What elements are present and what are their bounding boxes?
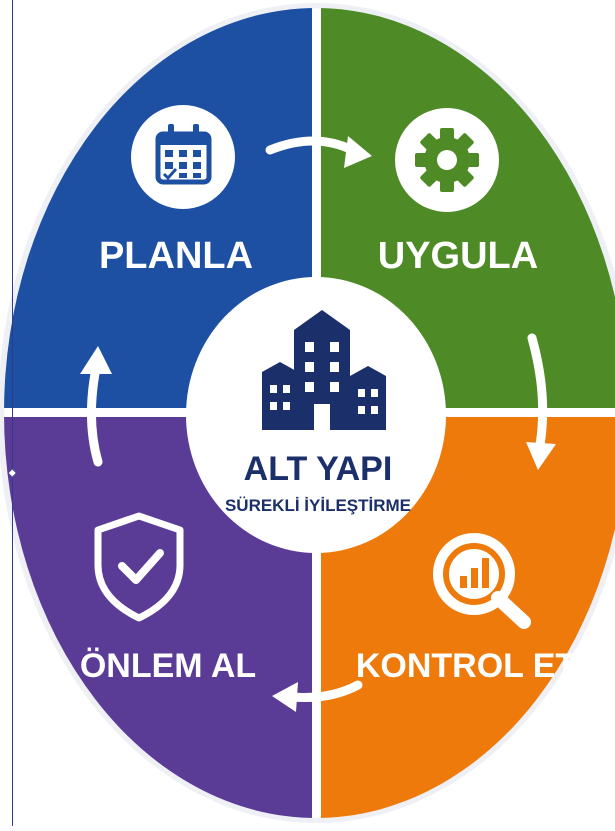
- label-plan: PLANLA: [99, 235, 253, 277]
- arrow-do-to-check: [527, 333, 548, 450]
- label-do: UYGULA: [378, 235, 538, 277]
- gear-icon: [395, 108, 499, 212]
- buildings-icon: [262, 310, 386, 430]
- arrowhead-plan-to-do: [344, 136, 372, 168]
- arrowhead-check-to-act: [272, 682, 298, 712]
- label-check: KONTROL ET: [356, 647, 577, 685]
- calendar-icon: [131, 105, 235, 209]
- arrow-plan-to-do: [265, 136, 357, 155]
- center-title: ALT YAPI: [244, 450, 393, 488]
- label-act: ÖNLEM AL: [80, 647, 256, 685]
- arrow-act-to-plan: [87, 363, 103, 467]
- arrowhead-act-to-plan: [80, 346, 112, 374]
- shield-check-icon: [94, 512, 184, 622]
- arrow-check-to-act: [287, 680, 363, 702]
- arrowhead-do-to-check: [526, 442, 556, 470]
- magnifier-chart-icon: [433, 533, 531, 629]
- left-margin-line: [12, 0, 13, 826]
- center-subtitle: SÜREKLİ İYİLEŞTİRME: [225, 496, 411, 515]
